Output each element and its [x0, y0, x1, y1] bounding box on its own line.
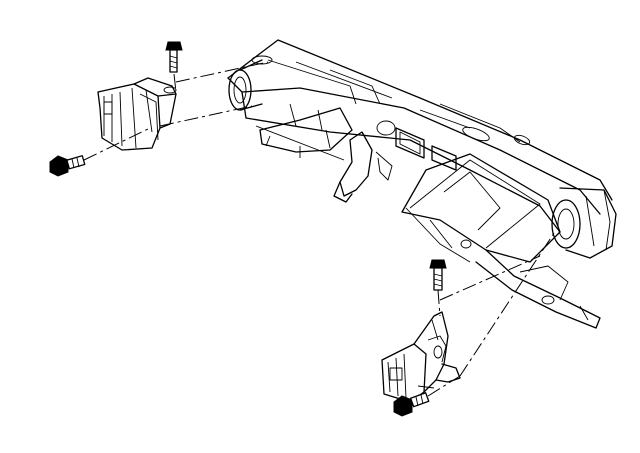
- front-crossmember: [227, 39, 617, 329]
- assembly-centerlines: [83, 61, 557, 397]
- bolt-icon: [165, 41, 183, 73]
- bolt-icon: [49, 155, 86, 177]
- bolt-icon: [393, 392, 430, 417]
- lower-right-mounting-bracket: [381, 311, 461, 403]
- bolt-icon: [429, 259, 447, 291]
- upper-left-mounting-bracket: [97, 77, 177, 151]
